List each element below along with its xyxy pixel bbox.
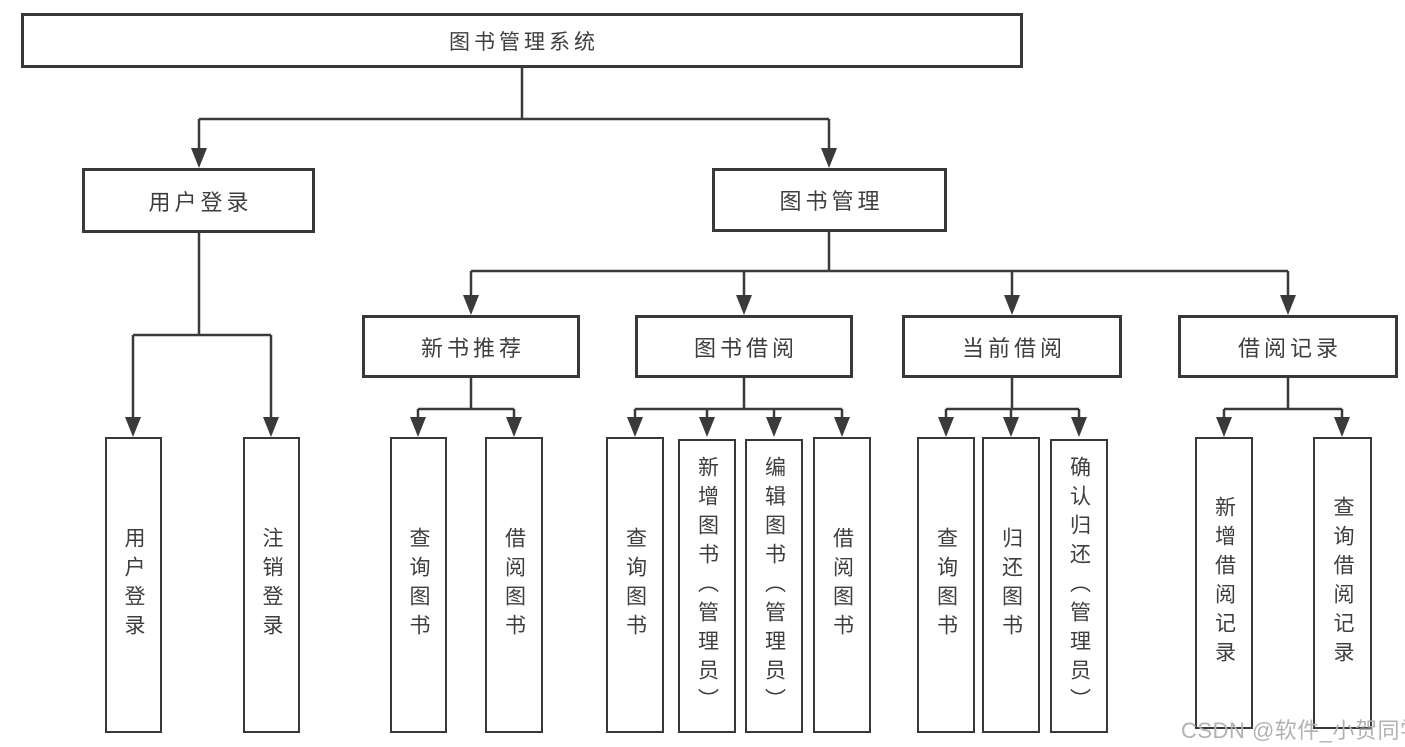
leaf-query-books-3: 查询图书 [917, 437, 975, 733]
leaf-return-books: 归还图书 [982, 437, 1040, 733]
arrowhead-icon [125, 417, 141, 437]
arrowhead-icon [506, 417, 522, 437]
leaf-label: 编辑图书（管理员） [762, 455, 786, 717]
arrowhead-icon [821, 148, 837, 168]
leaf-label: 新增借阅记录 [1212, 496, 1236, 670]
csdn-watermark: CSDN @软件_小贺同学 [1181, 718, 1405, 743]
arrowhead-icon [736, 295, 752, 315]
leaf-label: 查询借阅记录 [1331, 496, 1354, 670]
leaf-edit-books-admin: 编辑图书（管理员） [745, 439, 803, 733]
arrowhead-icon [766, 417, 782, 437]
arrowhead-icon [1334, 417, 1350, 437]
leaf-borrow-books-2: 借阅图书 [813, 437, 871, 733]
leaf-label: 查询图书 [623, 527, 647, 643]
leaf-label: 注销登录 [260, 527, 283, 643]
node-label: 用户登录 [148, 189, 253, 215]
node-label: 借阅记录 [1237, 335, 1342, 361]
leaf-user-login: 用户登录 [105, 437, 162, 733]
leaf-borrow-books-1: 借阅图书 [485, 437, 543, 733]
node-user-login: 用户登录 [82, 168, 315, 233]
arrowhead-icon [938, 417, 954, 437]
arrowhead-icon [191, 148, 207, 168]
leaf-label: 新增图书（管理员） [695, 455, 719, 717]
leaf-label: 确认归还（管理员） [1067, 455, 1091, 717]
node-library-management-system: 图书管理系统 [21, 13, 1023, 68]
arrowhead-icon [834, 417, 850, 437]
leaf-query-books-2: 查询图书 [606, 437, 664, 733]
node-label: 图书借阅 [693, 335, 798, 361]
arrowhead-icon [410, 417, 426, 437]
node-book-borrowing: 图书借阅 [635, 315, 853, 378]
node-new-book-recommend: 新书推荐 [362, 315, 580, 378]
arrowhead-icon [263, 417, 279, 437]
arrowhead-icon [699, 417, 715, 437]
leaf-add-books-admin: 新增图书（管理员） [678, 439, 736, 733]
arrowhead-icon [463, 295, 479, 315]
leaf-confirm-return-admin: 确认归还（管理员） [1050, 439, 1108, 733]
node-label: 新书推荐 [420, 335, 525, 361]
node-book-management: 图书管理 [712, 168, 947, 232]
leaf-label: 查询图书 [407, 527, 430, 643]
node-label: 图书管理 [779, 189, 884, 214]
node-current-borrowing: 当前借阅 [902, 315, 1122, 378]
arrowhead-icon [1003, 417, 1019, 437]
arrowhead-icon [1280, 295, 1296, 315]
arrowhead-icon [1216, 417, 1232, 437]
leaf-query-borrow-record: 查询借阅记录 [1313, 437, 1372, 729]
leaf-label: 借阅图书 [830, 527, 854, 643]
leaf-logout: 注销登录 [243, 437, 300, 733]
leaf-label: 借阅图书 [502, 527, 526, 643]
leaf-add-borrow-record: 新增借阅记录 [1195, 437, 1253, 729]
leaf-label: 用户登录 [122, 527, 145, 643]
arrowhead-icon [1004, 295, 1020, 315]
leaf-query-books-1: 查询图书 [390, 437, 447, 733]
leaf-label: 归还图书 [999, 527, 1023, 643]
arrowhead-icon [1071, 417, 1087, 437]
node-borrowing-records: 借阅记录 [1178, 315, 1398, 378]
leaf-label: 查询图书 [934, 527, 958, 643]
arrowhead-icon [627, 417, 643, 437]
node-label: 图书管理系统 [449, 30, 599, 54]
node-label: 当前借阅 [961, 335, 1066, 361]
